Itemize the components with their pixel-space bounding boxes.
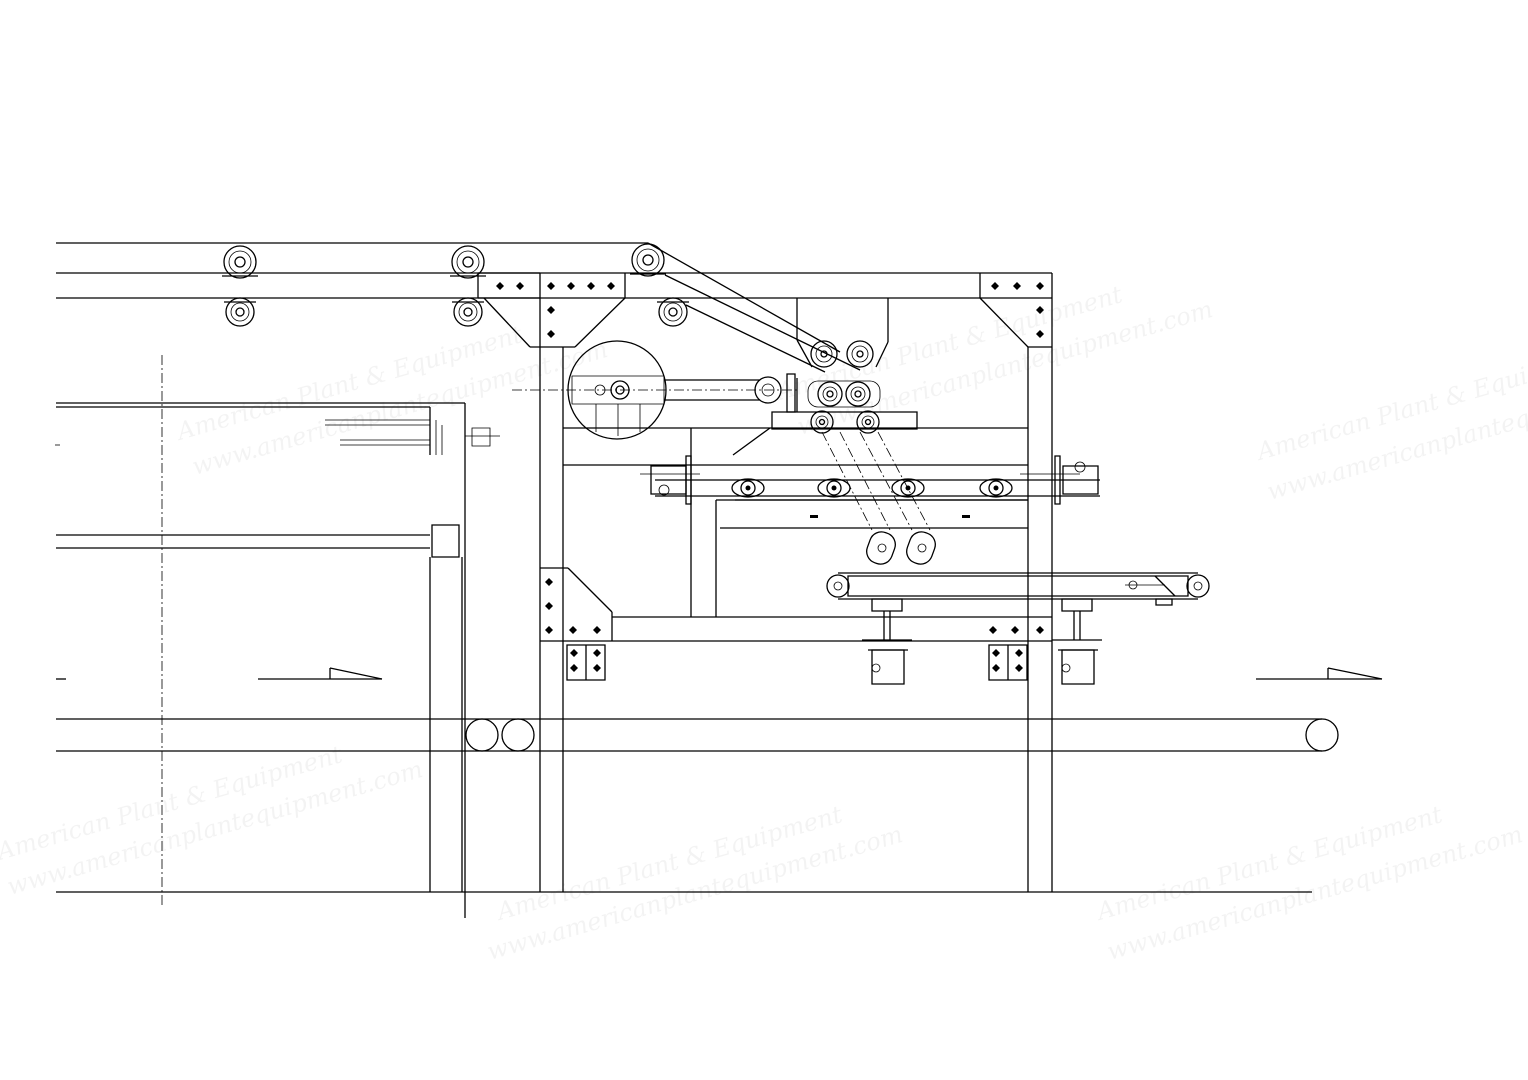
base-plate bbox=[989, 645, 1027, 680]
roller-bracket bbox=[808, 381, 880, 407]
level-marker bbox=[56, 668, 382, 679]
rail-pulley bbox=[222, 246, 258, 278]
cross-shaft bbox=[640, 474, 1100, 500]
pinch-roller bbox=[847, 341, 873, 367]
main-frame bbox=[478, 273, 1052, 892]
end-flange-right bbox=[1055, 456, 1098, 504]
slot-mark bbox=[810, 515, 818, 518]
gusset-bolts bbox=[496, 282, 1044, 634]
swing-arm bbox=[822, 432, 899, 567]
pinch-roller bbox=[818, 382, 842, 406]
slot-mark bbox=[962, 515, 970, 518]
rail-pulley bbox=[450, 246, 486, 278]
conveyor-support-leg bbox=[1052, 599, 1102, 684]
rail-pulley bbox=[630, 244, 666, 276]
pillow-block-bearing bbox=[818, 479, 850, 497]
pillow-block-bearing bbox=[732, 479, 764, 497]
rail-pulley bbox=[657, 298, 689, 326]
end-flange-left bbox=[651, 456, 691, 504]
pinch-roller bbox=[857, 411, 879, 433]
pinch-roller bbox=[846, 382, 870, 406]
pinch-roller bbox=[811, 341, 837, 367]
roller-housing bbox=[772, 298, 917, 429]
main-belt-conveyor bbox=[56, 719, 1338, 751]
conveyor-support-leg bbox=[862, 599, 912, 684]
drive-shaft bbox=[512, 374, 800, 412]
pillow-block-bearing bbox=[980, 479, 1012, 497]
outfeed-belt-conveyor bbox=[827, 573, 1209, 605]
overhead-conveyor-rails bbox=[56, 243, 860, 372]
base-plate bbox=[567, 645, 605, 680]
rail-pulley bbox=[224, 298, 256, 326]
level-marker bbox=[1256, 668, 1382, 679]
rail-pulley bbox=[452, 298, 484, 326]
pinch-roller bbox=[811, 411, 833, 433]
left-machine-enclosure bbox=[56, 403, 500, 918]
watermark-group: American Plant & Equipment www.americanp… bbox=[0, 280, 1528, 966]
swing-arm bbox=[860, 432, 939, 567]
